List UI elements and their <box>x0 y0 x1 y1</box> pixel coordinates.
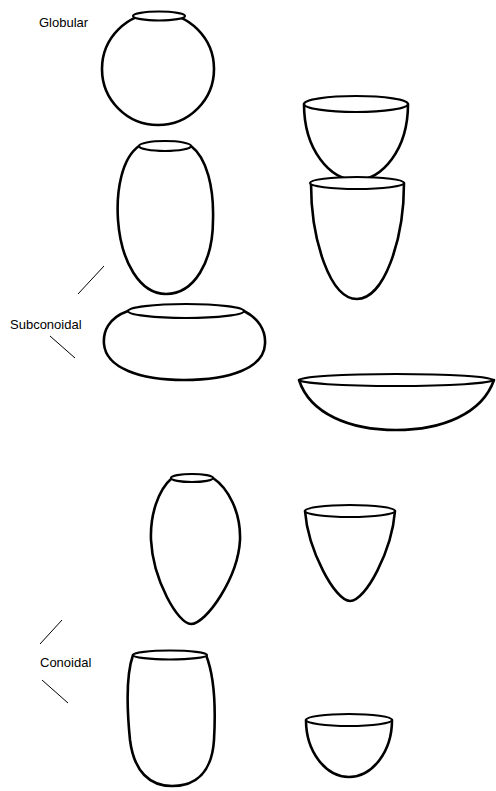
bowl-rim <box>306 714 392 726</box>
vessel-rim <box>128 304 244 318</box>
type-label: Globular <box>39 15 88 31</box>
jar-rim <box>171 474 213 482</box>
conoidal-jar <box>128 655 215 786</box>
shallow-bowl <box>299 380 494 430</box>
type-label: Subconoidal <box>10 317 82 333</box>
globular-jar <box>102 13 214 125</box>
bowl-rim <box>310 177 404 189</box>
leader-line <box>50 336 75 358</box>
conoidal-bowl <box>305 511 395 601</box>
conoidal-jar <box>151 478 240 624</box>
subconoidal-wide-vessel <box>104 311 265 380</box>
leader-line <box>42 680 68 703</box>
jar-rim <box>133 12 185 21</box>
jar-rim <box>139 141 191 151</box>
subconoidal-bowl <box>311 183 404 299</box>
globular-bowl <box>304 104 408 180</box>
bowl-rim <box>304 96 408 112</box>
leader-line <box>78 266 104 294</box>
conoidal-small-bowl <box>306 720 392 777</box>
bowl-rim <box>305 505 395 517</box>
subconoidal-jar <box>118 146 213 294</box>
leader-line <box>40 620 62 644</box>
bowl-rim <box>299 374 493 386</box>
type-label: Conoidal <box>40 655 91 671</box>
jar-rim <box>133 651 207 660</box>
